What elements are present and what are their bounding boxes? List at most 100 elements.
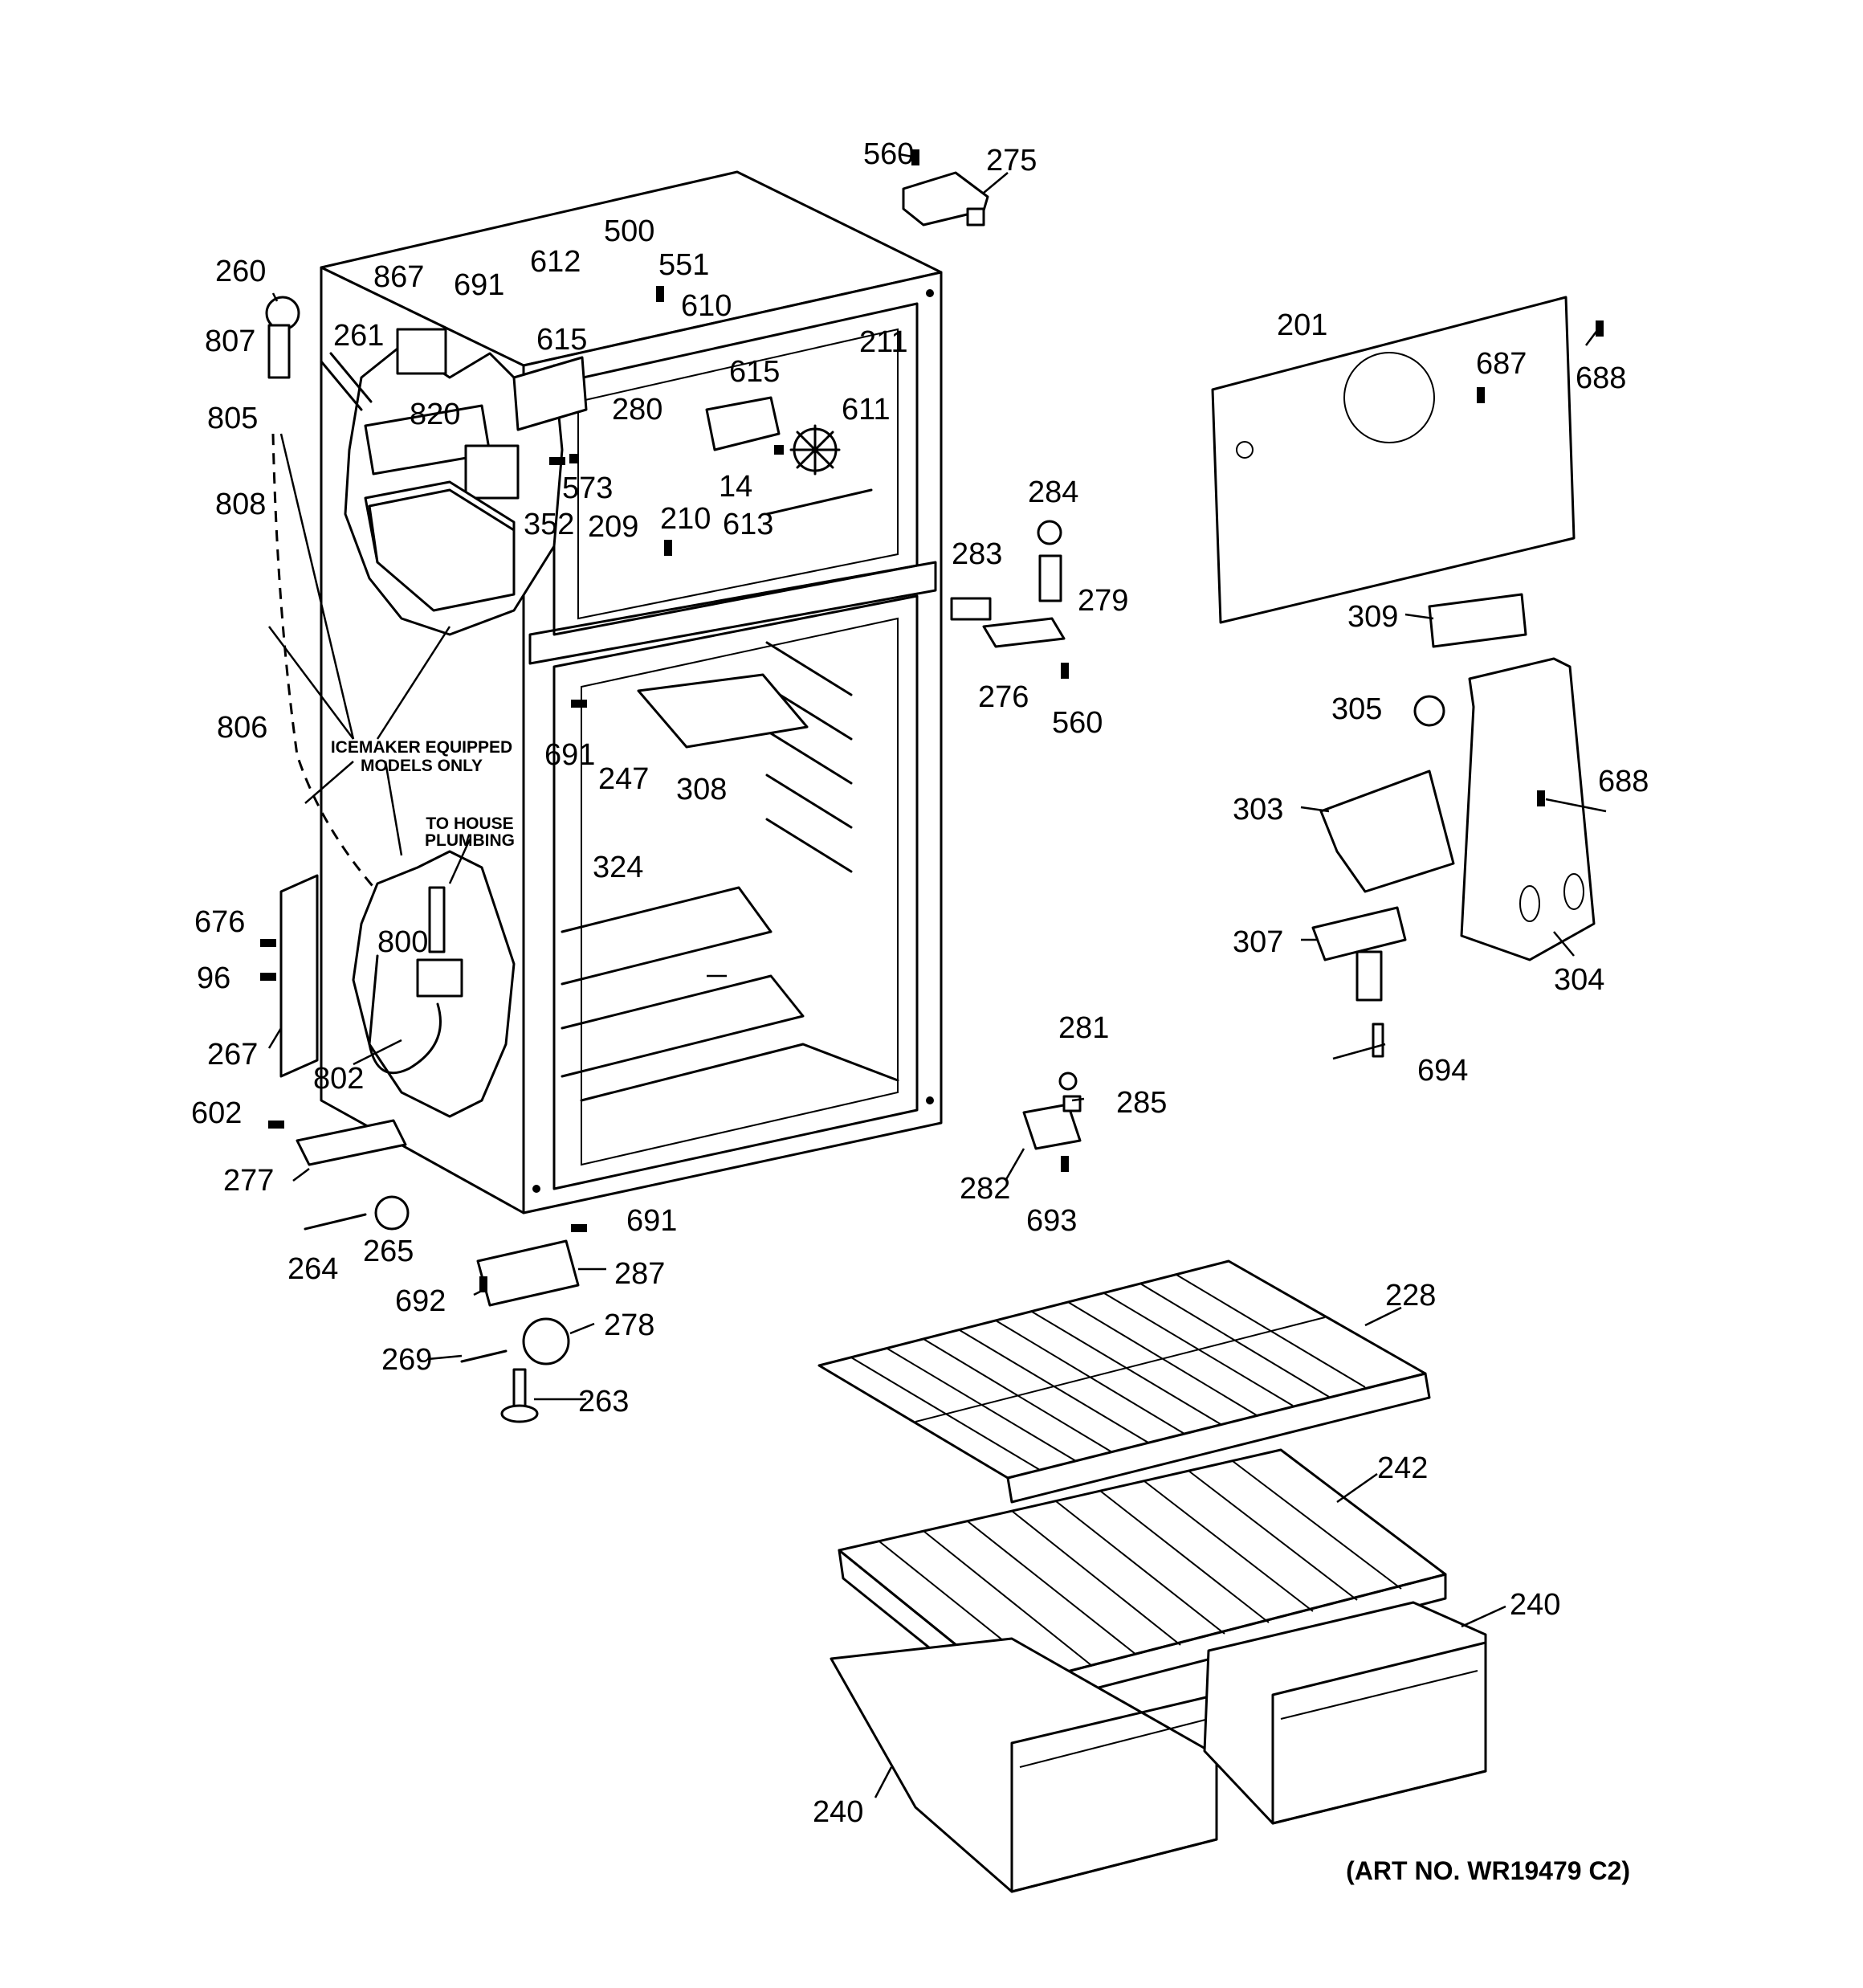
back-plate	[1211, 296, 1576, 624]
callout-label: 280	[612, 393, 662, 427]
dispenser-housing	[1460, 657, 1596, 961]
callout-label: 602	[191, 1096, 242, 1130]
callout-label: 573	[562, 471, 613, 505]
callout-label: 228	[1385, 1279, 1436, 1312]
callout-label: 209	[588, 510, 638, 544]
callout-label: 276	[978, 680, 1029, 714]
water-valve-800	[368, 886, 463, 1075]
callout-label: 800	[377, 925, 428, 959]
icemaker-assembly	[364, 404, 520, 612]
callout-label: 210	[660, 502, 711, 536]
callout-label: 283	[952, 537, 1002, 571]
callout-label: 277	[223, 1164, 274, 1198]
callout-label: 676	[194, 905, 245, 939]
plumbing-note-line2: PLUMBING	[425, 831, 515, 850]
callout-label: 308	[676, 773, 727, 806]
callout-label: 240	[813, 1795, 863, 1829]
callout-label: 240	[1510, 1588, 1560, 1622]
crisper-drawer-right	[1203, 1601, 1487, 1825]
callout-label: 242	[1377, 1451, 1428, 1485]
callout-label: 284	[1028, 476, 1078, 509]
crisper-drawer-left	[830, 1637, 1218, 1893]
actuator-305	[1413, 695, 1445, 727]
callout-label: 305	[1331, 692, 1382, 726]
gasket-309	[1428, 593, 1527, 648]
chute-303	[1319, 769, 1455, 893]
callout-label: 287	[614, 1257, 665, 1291]
callout-label: 691	[544, 738, 595, 772]
callout-label: 303	[1233, 793, 1283, 827]
callout-label: 14	[719, 470, 752, 504]
callout-label: 352	[524, 508, 574, 541]
callout-label: 324	[593, 851, 643, 884]
callout-label: 802	[313, 1062, 364, 1096]
callout-label: 263	[578, 1385, 629, 1419]
refrigerator-cabinet	[320, 170, 943, 1214]
callout-label: 611	[842, 393, 891, 427]
callout-label: 691	[454, 268, 504, 302]
callout-labels: 560 275 500 612 551 691 867 260 610 807 …	[191, 137, 1649, 1829]
callout-label: 820	[410, 398, 460, 431]
screws	[260, 149, 1604, 1292]
note-arrows	[268, 433, 471, 884]
drip-tray-307	[1311, 906, 1407, 1002]
callout-label: 96	[197, 961, 230, 995]
callout-label: 500	[604, 214, 654, 248]
wire-shelf-228	[817, 1259, 1431, 1504]
plumbing-note-line1: TO HOUSE	[426, 814, 513, 833]
callout-label: 610	[681, 289, 732, 323]
bottom-hinge-parts	[1022, 1072, 1082, 1150]
callout-label: 805	[207, 402, 258, 435]
callout-label: 551	[658, 248, 709, 282]
callout-label: 260	[215, 255, 266, 288]
icemaker-note-line1: ICEMAKER EQUIPPED	[331, 738, 512, 757]
callout-label: 691	[626, 1204, 677, 1238]
callout-label: 612	[530, 245, 581, 279]
callout-label: 269	[381, 1343, 432, 1377]
callout-label: 560	[1052, 706, 1103, 740]
art-number: (ART NO. WR19479 C2)	[1346, 1856, 1630, 1885]
callout-label: 694	[1417, 1054, 1468, 1088]
callout-leaders	[267, 153, 1607, 1798]
callout-label: 261	[333, 319, 384, 353]
callout-label: 211	[859, 325, 908, 359]
callout-label: 687	[1476, 347, 1527, 381]
callout-label: 693	[1026, 1204, 1077, 1238]
water-line-dashed	[271, 433, 379, 892]
callout-label: 264	[287, 1252, 338, 1286]
top-hinge	[902, 171, 989, 227]
callout-label: 688	[1598, 765, 1649, 798]
callout-label: 309	[1347, 600, 1398, 634]
callout-label: 285	[1116, 1086, 1167, 1120]
callout-label: 808	[215, 488, 266, 521]
callout-label: 615	[536, 323, 587, 357]
bracket-867	[396, 328, 447, 375]
callout-label: 304	[1554, 963, 1604, 997]
callout-label: 201	[1277, 308, 1327, 342]
callout-label: 692	[395, 1284, 446, 1318]
icemaker-note-line2: MODELS ONLY	[361, 757, 483, 775]
callout-label: 807	[205, 325, 255, 358]
callout-label: 307	[1233, 925, 1283, 959]
callout-label: 281	[1058, 1011, 1109, 1045]
callout-label: 278	[604, 1308, 654, 1342]
callout-label: 282	[960, 1172, 1010, 1206]
callout-label: 275	[986, 144, 1037, 178]
fill-tube	[265, 296, 373, 411]
callout-label: 247	[598, 762, 649, 796]
callout-label: 806	[217, 711, 267, 745]
crisper-cover-242	[838, 1448, 1447, 1712]
callout-label: 279	[1078, 584, 1128, 618]
callout-label: 265	[363, 1235, 414, 1268]
bottom-parts	[296, 1119, 580, 1423]
screw-694	[1372, 1023, 1384, 1058]
side-bracket-267	[279, 874, 319, 1078]
callout-label: 267	[207, 1038, 258, 1072]
center-hinge-parts	[950, 520, 1066, 648]
callout-label: 615	[729, 355, 780, 389]
callout-label: 867	[373, 260, 424, 294]
callout-label: 688	[1576, 361, 1626, 395]
callout-label: 613	[723, 508, 773, 541]
callout-label: 560	[863, 137, 914, 171]
